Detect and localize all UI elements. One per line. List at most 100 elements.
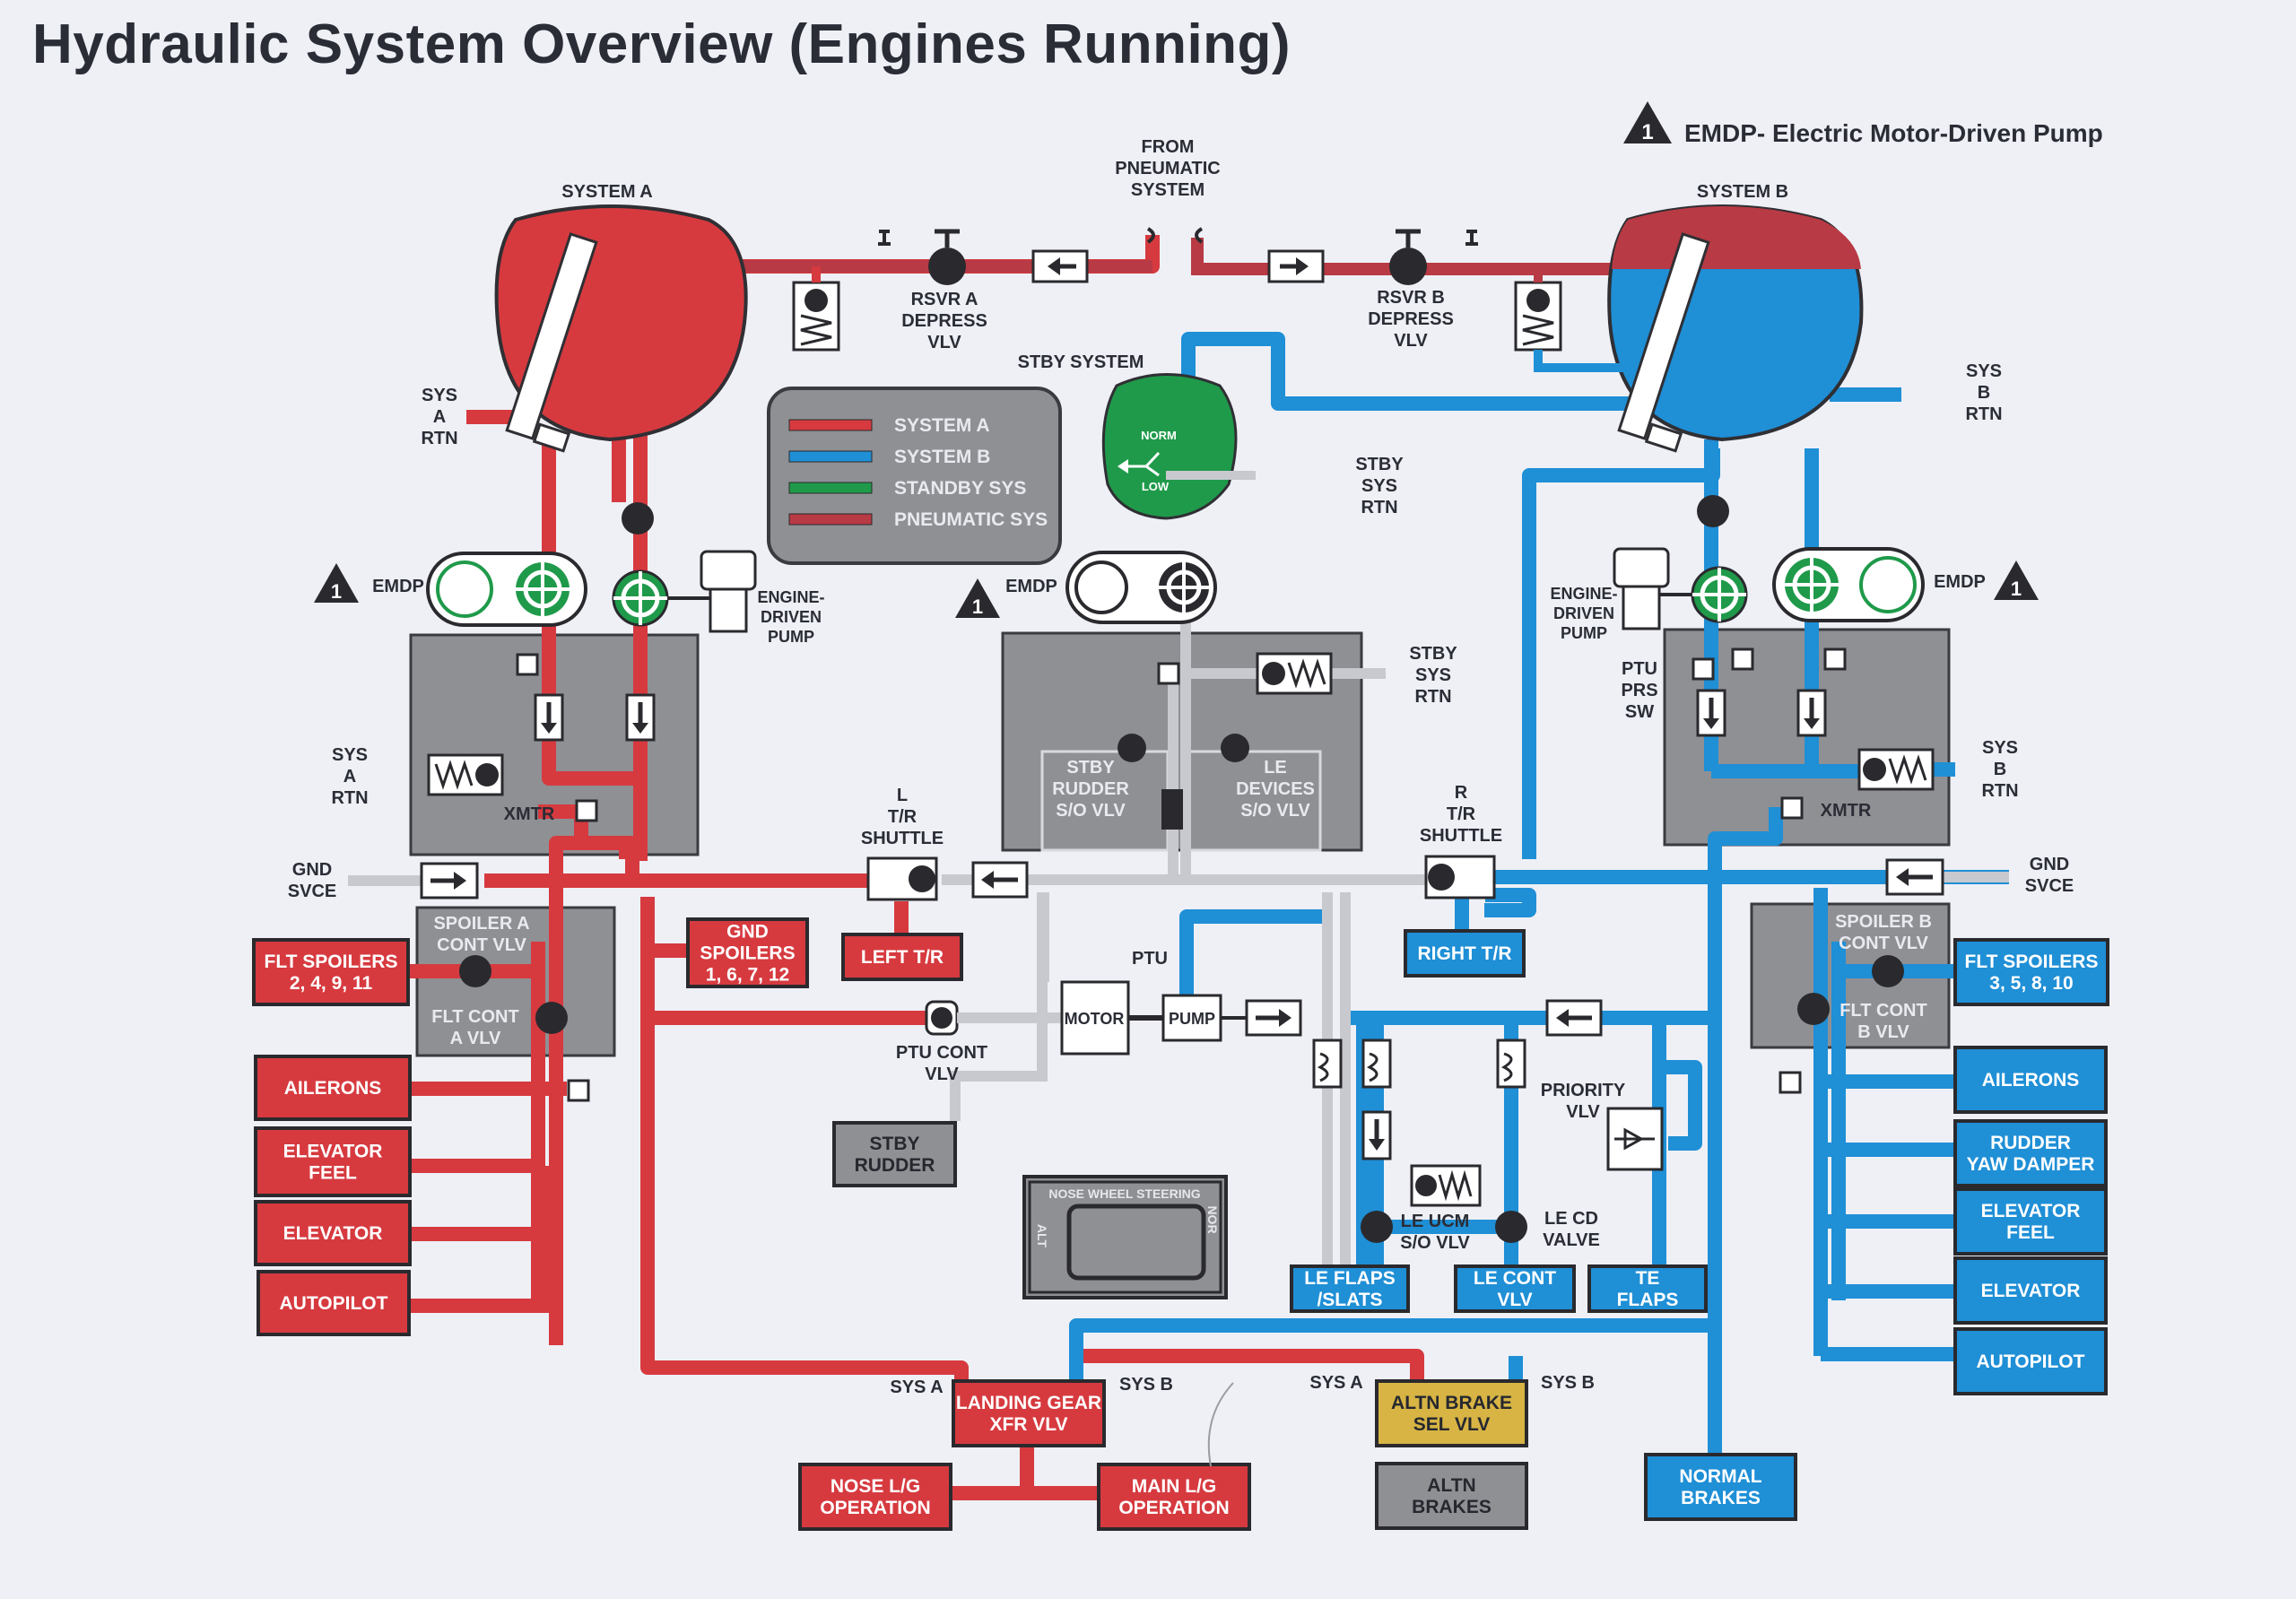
relief-valve-b bbox=[1514, 266, 1623, 372]
nws-label: NOSE WHEEL STEERING bbox=[1048, 1186, 1200, 1201]
ptu-cont-valve[interactable] bbox=[925, 1000, 959, 1036]
block-text: BRAKES bbox=[1412, 1497, 1492, 1517]
block-text: NORMAL bbox=[1679, 1466, 1761, 1487]
emdp-b[interactable] bbox=[1772, 547, 1925, 622]
emdp-note-marker: 1 bbox=[1623, 101, 1672, 144]
emdp-a[interactable] bbox=[426, 552, 587, 627]
legend-label: SYSTEM A bbox=[894, 415, 990, 436]
le-check-valve bbox=[1545, 999, 1603, 1037]
block-text: FLAPS bbox=[1617, 1290, 1679, 1310]
block-text: AILERONS bbox=[1982, 1070, 2080, 1091]
block-ailerons-a[interactable]: AILERONS bbox=[254, 1055, 412, 1121]
emdp-stby[interactable] bbox=[1065, 551, 1217, 624]
gnd-svce-b-fitting[interactable] bbox=[1885, 858, 1944, 896]
label-sys-b-ab: SYS B bbox=[1541, 1373, 1595, 1393]
relief-valve-mod-b bbox=[1857, 748, 1935, 791]
label-priority-vlv: PRIORITY bbox=[1541, 1081, 1626, 1100]
block-text: LE CONT bbox=[1474, 1268, 1556, 1289]
label-edp-right: DRIVEN bbox=[1553, 604, 1614, 622]
label-stby-sys-rtn-2: STBY bbox=[1409, 644, 1457, 664]
relief-valve-a bbox=[792, 266, 840, 352]
block-text: GND bbox=[726, 922, 769, 943]
block-autopilot-b[interactable]: AUTOPILOT bbox=[1953, 1327, 2108, 1395]
block-text: LE FLAPS bbox=[1304, 1268, 1396, 1289]
label-ptu: PTU bbox=[1132, 949, 1168, 969]
block-text: FLT SPOILERS bbox=[1965, 952, 2099, 972]
norm-label: NORM bbox=[1141, 429, 1177, 442]
label-emdp-right: EMDP bbox=[1934, 572, 1986, 592]
label-sys-a-rtn-mid: RTN bbox=[331, 788, 368, 808]
label-sys-a-ab: SYS A bbox=[1309, 1373, 1362, 1393]
block-le-flaps[interactable]: LE FLAPS/SLATS bbox=[1290, 1264, 1410, 1313]
sys-a-altn-brake-line bbox=[1076, 1349, 1424, 1381]
label-stby-sys-rtn-1: RTN bbox=[1361, 498, 1397, 517]
label-xmtr-b: XMTR bbox=[1821, 801, 1872, 821]
label-stby-sys-rtn-1: STBY bbox=[1355, 455, 1404, 474]
block-autopilot-a[interactable]: AUTOPILOT bbox=[257, 1270, 411, 1336]
gnd-svce-a-fitting[interactable] bbox=[420, 862, 479, 899]
label-ptu-cont-vlv: VLV bbox=[925, 1065, 959, 1084]
label-ptu-cont-vlv: PTU CONT bbox=[896, 1043, 987, 1063]
edp-b[interactable] bbox=[1613, 547, 1748, 630]
label-l-tr-shuttle: T/R bbox=[888, 807, 918, 827]
decorative-arc bbox=[1207, 1382, 1234, 1467]
label-sys-a-rtn-top: SYS bbox=[422, 386, 457, 405]
spoiler-a-box bbox=[415, 906, 616, 1057]
pressure-switches bbox=[516, 647, 1847, 1102]
emdp-a-marker: 1 bbox=[314, 563, 359, 603]
block-text: NOSE L/G bbox=[831, 1476, 920, 1497]
block-right-tr[interactable]: RIGHT T/R bbox=[1404, 929, 1526, 978]
block-text: RUDDER bbox=[855, 1155, 935, 1176]
label-ptu-prs-sw: SW bbox=[1625, 702, 1654, 722]
edp-a[interactable] bbox=[612, 550, 757, 633]
stby-rudder-line bbox=[950, 892, 1048, 1121]
label-r-tr-shuttle: T/R bbox=[1447, 804, 1476, 824]
label-ptu-prs-sw: PRS bbox=[1621, 681, 1657, 700]
block-left-tr[interactable]: LEFT T/R bbox=[841, 933, 963, 981]
block-text: FEEL bbox=[309, 1163, 357, 1184]
label-gnd-svce-b: GND bbox=[2030, 855, 2069, 874]
block-elevator-a[interactable]: ELEVATOR bbox=[254, 1200, 412, 1266]
reservoir-a-gauge bbox=[505, 232, 598, 453]
sys-b-main-trunk bbox=[1708, 807, 1783, 1403]
emdp-stby-marker: 1 bbox=[955, 578, 1000, 618]
block-elevator-b[interactable]: ELEVATOR bbox=[1953, 1256, 2108, 1325]
check-valve-b1 bbox=[1696, 689, 1726, 737]
label-sys-b-rtn-mid: RTN bbox=[1981, 781, 2018, 801]
block-text: AILERONS bbox=[284, 1078, 382, 1099]
label-gnd-svce-a: GND bbox=[292, 860, 332, 880]
block-text: AUTOPILOT bbox=[1977, 1351, 2085, 1372]
label-rsvr-a: VLV bbox=[927, 333, 961, 352]
sys-a-module-line bbox=[542, 753, 640, 786]
block-text: XFR VLV bbox=[989, 1414, 1067, 1435]
label-stby-sys-rtn-2: SYS bbox=[1415, 665, 1451, 685]
label-sys-b-rtn-top: SYS bbox=[1966, 361, 2002, 381]
label-sys-b-rtn-top: B bbox=[1978, 383, 1990, 403]
label-stby-rudder-vlv: RUDDER bbox=[1052, 779, 1129, 799]
pneumatic-fittings bbox=[878, 227, 1478, 246]
label-xmtr-a: XMTR bbox=[504, 804, 555, 824]
label-le-cd: VALVE bbox=[1543, 1230, 1600, 1250]
nose-wheel-steering[interactable]: NOSE WHEEL STEERING ALT NOR bbox=[1022, 1175, 1228, 1299]
legend-label: PNEUMATIC SYS bbox=[894, 509, 1048, 530]
rsvr-a-depress-valve[interactable] bbox=[928, 229, 966, 285]
block-ailerons-b[interactable]: AILERONS bbox=[1953, 1046, 2108, 1114]
label-motor: MOTOR bbox=[1065, 1010, 1125, 1028]
rsvr-b-depress-valve[interactable] bbox=[1389, 229, 1427, 285]
